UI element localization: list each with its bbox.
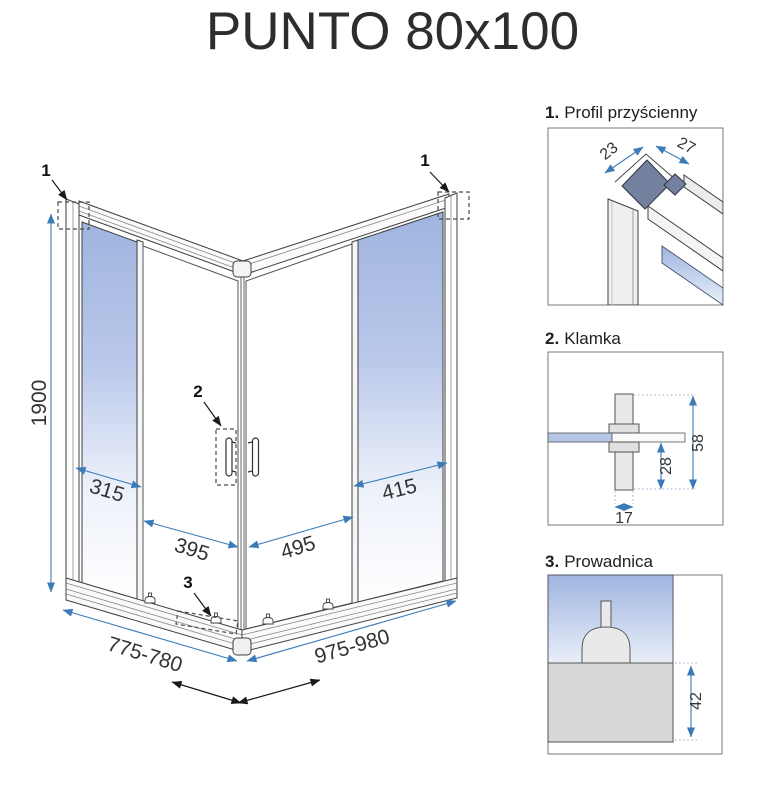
door-handles xyxy=(225,437,260,477)
dimension-height-1900: 1900 xyxy=(28,213,55,593)
handle-section xyxy=(547,393,686,491)
callout-1-right-label: 1 xyxy=(420,151,429,170)
detail-3-title: 3.Prowadnica xyxy=(545,552,653,572)
detail-3-label: Prowadnica xyxy=(564,552,654,571)
detail-3-number: 3. xyxy=(545,552,560,571)
callout-2-label: 2 xyxy=(193,382,202,401)
page-title: PUNTO 80x100 xyxy=(205,2,580,61)
callout-wall-profile-right: 1 xyxy=(420,151,470,220)
detail-1-label: Profil przyścienny xyxy=(564,103,698,122)
dim-28-text: 28 xyxy=(658,457,675,475)
dim-27-text: 27 xyxy=(674,134,698,157)
corner-caps xyxy=(232,260,252,656)
right-sliding-door xyxy=(245,243,353,630)
dim-17-text: 17 xyxy=(615,510,633,527)
callout-wall-profile-left: 1 xyxy=(41,161,90,230)
detail-2-number: 2. xyxy=(545,329,560,348)
detail-1-number: 1. xyxy=(545,103,560,122)
wall-profile-section xyxy=(607,153,723,305)
detail-2-title: 2.Klamka xyxy=(545,329,621,349)
callout-1-left-label: 1 xyxy=(41,161,50,180)
dim-height-text: 1900 xyxy=(28,380,51,427)
enclosure-drawing: 1 1 2 3 1900 315 395 495 415 775-780 xyxy=(28,151,470,705)
guide-section xyxy=(547,574,674,743)
dim-58-text: 58 xyxy=(690,434,707,452)
corner-edge xyxy=(240,277,245,640)
callout-3-label: 3 xyxy=(183,573,192,592)
detail-1-drawing: 23 27 xyxy=(547,127,724,306)
left-fixed-glass-panel xyxy=(81,221,144,603)
slide-direction-arrows xyxy=(171,678,321,705)
detail-3-drawing: 42 xyxy=(547,574,723,755)
dim-775-780-text: 775-780 xyxy=(105,633,185,678)
detail-2-label: Klamka xyxy=(564,329,621,348)
detail-2-dimensions: 58 28 17 xyxy=(614,394,707,527)
detail-2-drawing: 58 28 17 xyxy=(547,351,724,527)
right-fixed-glass-panel xyxy=(351,211,444,605)
detail-1-title: 1.Profil przyścienny xyxy=(545,103,697,123)
dim-42-text: 42 xyxy=(688,692,705,710)
wall-profile-left xyxy=(65,198,80,601)
detail-3-dimensions: 42 xyxy=(675,662,705,741)
dimension-right-door: 495 xyxy=(248,515,354,564)
callout-handle: 2 xyxy=(193,382,237,486)
wall-profile-right xyxy=(444,192,458,595)
